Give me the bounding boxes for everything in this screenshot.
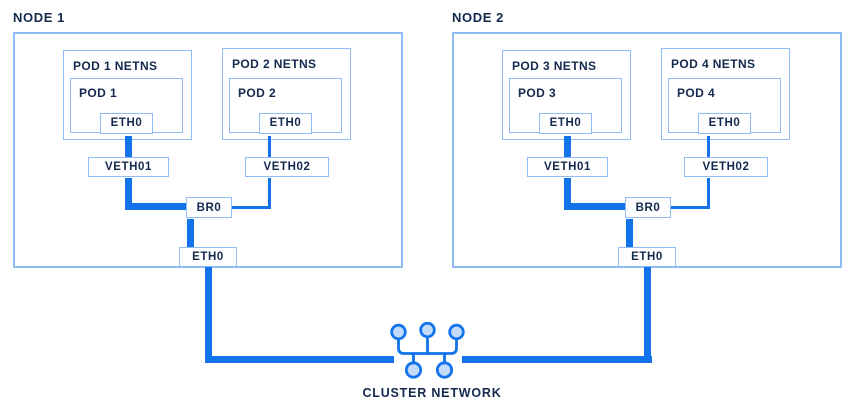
network-hub-icon (390, 322, 465, 379)
node2-veth01-box: VETH01 (527, 157, 608, 177)
node1-br0-to-eth0-line (187, 219, 194, 249)
node2-pod4-box: POD 4 ETH0 (668, 78, 781, 134)
node1-pod1-eth0-box: ETH0 (100, 112, 153, 134)
node1-box: POD 1 NETNS POD 1 ETH0 POD 2 NETNS POD 2… (13, 32, 403, 268)
cluster-network-label: CLUSTER NETWORK (362, 386, 502, 400)
node1-eth0-to-cluster-line (205, 266, 212, 363)
node2-pod4-to-veth02-line (707, 136, 710, 159)
node2-cluster-bus-line (462, 356, 652, 363)
node1-veth02-box: VETH02 (245, 157, 329, 177)
node2-pod3-netns-box: POD 3 NETNS POD 3 ETH0 (502, 50, 631, 140)
node2-pod3-label: POD 3 (518, 86, 557, 100)
node2-pod4-netns-label: POD 4 NETNS (671, 57, 756, 71)
node2-pod3-netns-label: POD 3 NETNS (512, 59, 597, 73)
node1-pod2-box: POD 2 ETH0 (229, 78, 342, 134)
node2-veth01-down-line (564, 178, 571, 210)
node1-veth02-down-line (268, 178, 271, 209)
node1-veth01-box: VETH01 (88, 157, 169, 177)
node1-eth0-box: ETH0 (179, 247, 237, 267)
node1-pod1-netns-label: POD 1 NETNS (73, 59, 158, 73)
node1-veth01-to-br0-line (125, 203, 188, 210)
node2-veth02-box: VETH02 (684, 157, 768, 177)
node1-pod2-label: POD 2 (238, 86, 277, 100)
node1-pod2-eth0-box: ETH0 (259, 112, 312, 134)
node2-box: POD 3 NETNS POD 3 ETH0 POD 4 NETNS POD 4… (452, 32, 842, 268)
node1-pod2-to-veth02-line (268, 136, 271, 159)
node2-pod4-netns-box: POD 4 NETNS POD 4 ETH0 (661, 48, 790, 140)
node2-pod3-box: POD 3 ETH0 (509, 78, 622, 134)
node1-veth02-to-br0-line (231, 206, 271, 209)
node2-veth02-down-line (707, 178, 710, 209)
node2-veth02-to-br0-line (670, 206, 710, 209)
node1-pod1-label: POD 1 (79, 86, 118, 100)
node1-pod1-box: POD 1 ETH0 (70, 78, 183, 134)
node1-cluster-bus-line (205, 356, 394, 363)
node1-pod1-netns-box: POD 1 NETNS POD 1 ETH0 (63, 50, 192, 140)
node2-pod3-to-veth01-line (564, 136, 571, 159)
node2-pod3-eth0-box: ETH0 (539, 112, 592, 134)
node2-pod4-eth0-box: ETH0 (698, 112, 751, 134)
node1-pod2-netns-label: POD 2 NETNS (232, 57, 317, 71)
node2-pod4-label: POD 4 (677, 86, 716, 100)
node1-pod1-to-veth01-line (125, 136, 132, 159)
node2-br0-to-eth0-line (626, 219, 633, 249)
node2-eth0-box: ETH0 (618, 247, 676, 267)
node1-title: NODE 1 (13, 10, 66, 25)
node1-pod2-netns-box: POD 2 NETNS POD 2 ETH0 (222, 48, 351, 140)
node2-title: NODE 2 (452, 10, 505, 25)
node2-veth01-to-br0-line (564, 203, 627, 210)
node1-veth01-down-line (125, 178, 132, 210)
node1-br0-box: BR0 (186, 197, 232, 218)
node2-br0-box: BR0 (625, 197, 671, 218)
node2-eth0-to-cluster-line (644, 266, 651, 363)
